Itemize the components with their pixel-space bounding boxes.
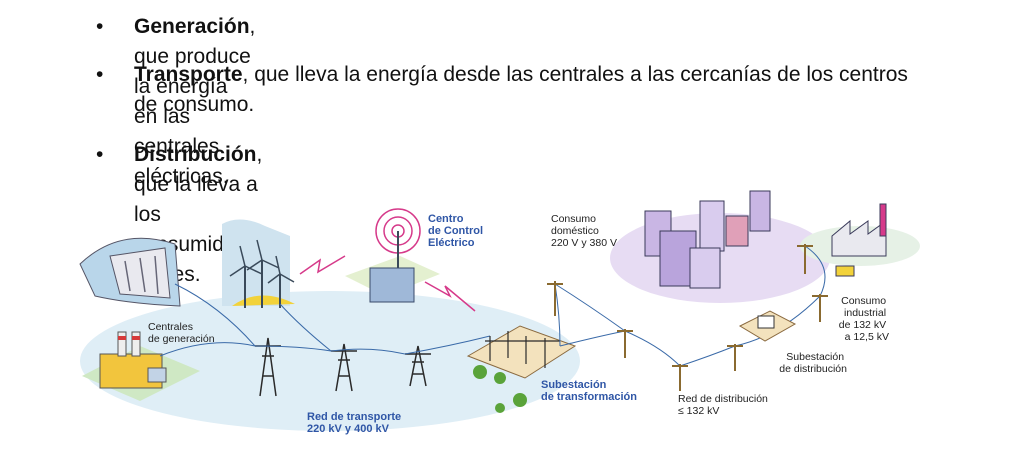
bullet-term: Transporte <box>134 63 243 86</box>
label-subestacion-transformacion: Subestación de transformación <box>541 379 637 403</box>
transmission-towers <box>255 337 431 397</box>
ground-area-transport <box>80 291 580 431</box>
control-signal-arrows <box>299 255 476 312</box>
thermal-plant-icon <box>82 331 200 401</box>
transformation-substation-icon <box>466 325 577 379</box>
bullet-text: , que lleva la energía desde las central… <box>242 63 908 86</box>
bullet-term: Distribución <box>134 143 257 166</box>
label-consumo-domestico: Consumo doméstico 220 V y 380 V <box>551 213 617 249</box>
city-buildings-icon <box>644 190 771 289</box>
distribution-substation-icon <box>738 310 797 342</box>
control-center-icon <box>345 208 440 303</box>
bullet-marker: • <box>96 143 104 166</box>
dam-icon <box>79 237 181 307</box>
transmission-lines <box>159 283 491 357</box>
label-centro-control: Centro de Control Eléctrico <box>428 213 486 249</box>
bullet-term: Generación <box>134 15 250 38</box>
label-centrales: Centrales de generación <box>148 321 215 345</box>
bullet-text: , que produce la energía en las centrale… <box>134 15 256 188</box>
label-red-distribucion: Red de distribución ≤ 132 kV <box>678 393 771 417</box>
label-consumo-industrial: Consumo industrial de 132 kV a 12,5 kV <box>839 295 889 343</box>
power-grid-diagram: Centro de Control Eléctrico Consumo domé… <box>79 190 920 435</box>
bullet-text-line2: de consumo. <box>134 93 255 116</box>
distribution-poles <box>547 244 828 391</box>
factory-icon <box>831 203 887 277</box>
wind-farm-icon <box>222 219 295 308</box>
bullet-marker: • <box>96 63 104 86</box>
bullet-marker: • <box>96 15 104 38</box>
label-subestacion-distribucion: Subestación de distribución <box>779 351 847 375</box>
label-red-transporte: Red de transporte 220 kV y 400 kV <box>307 411 404 435</box>
tree-icons <box>473 365 527 413</box>
